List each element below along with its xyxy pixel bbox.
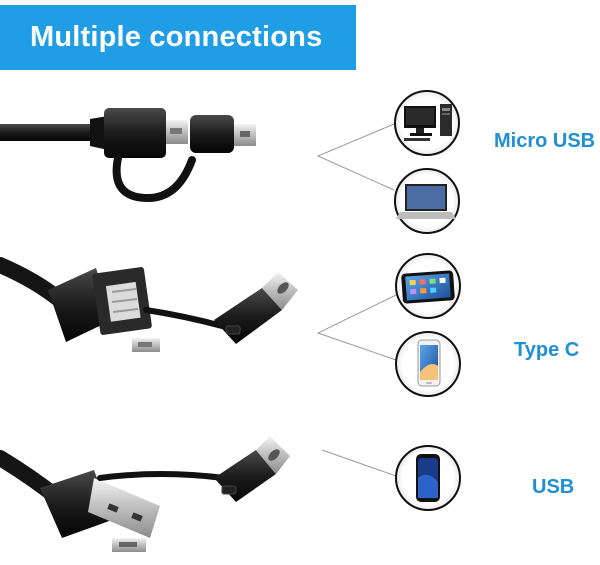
- banner-title: Multiple connections: [0, 5, 356, 70]
- connection-label-micro-usb: Micro USB: [494, 130, 596, 152]
- desktop-computer-icon: [394, 90, 460, 156]
- smartphone-icon: [395, 331, 461, 397]
- usb-a-cable-icon: [0, 436, 290, 552]
- micro-usb-otg-cable-icon: [0, 108, 256, 203]
- connection-label-usb: USB: [532, 476, 575, 498]
- connector-lines: [316, 123, 397, 477]
- smartphone-icon: [395, 445, 461, 511]
- laptop-icon: [394, 168, 460, 234]
- connection-label-type-c: Type C: [514, 339, 580, 361]
- type-c-adapter-cable-icon: [0, 257, 298, 352]
- tablet-icon: [395, 253, 461, 319]
